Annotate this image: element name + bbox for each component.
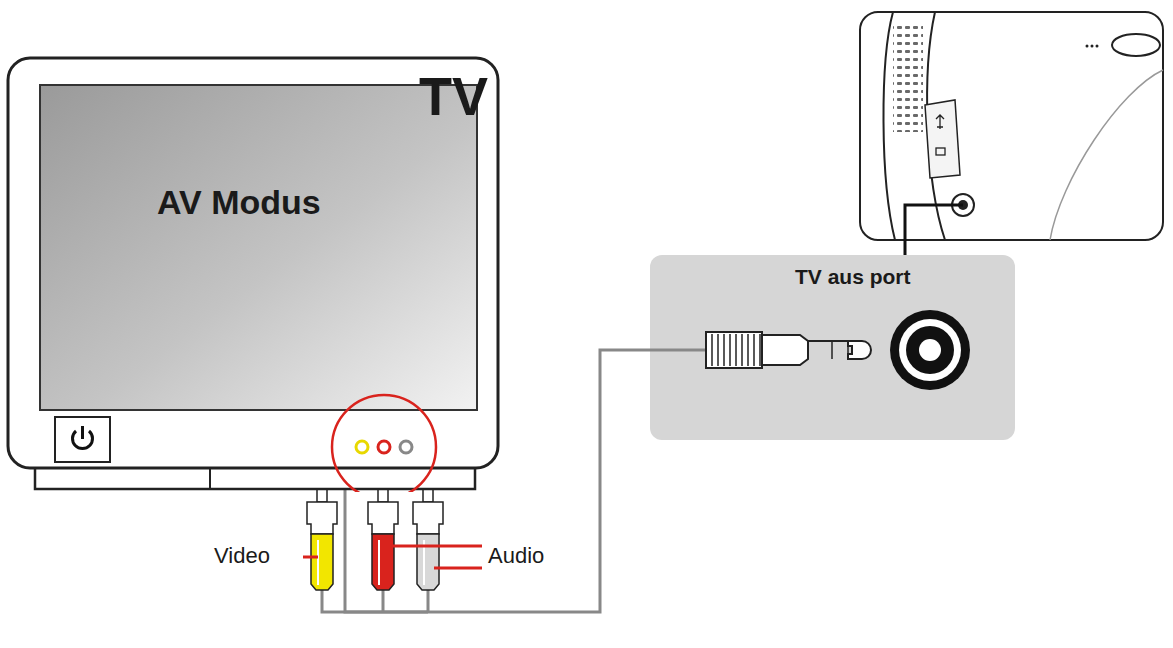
tv-label: TV	[419, 65, 488, 127]
tv-set: TV AV Modus	[5, 55, 502, 492]
audio-label: Audio	[486, 543, 546, 569]
mode-label: AV Modus	[157, 183, 321, 222]
port-panel: TV aus port	[650, 255, 1015, 440]
rca-plugs	[303, 488, 482, 612]
port-label: TV aus port	[795, 265, 911, 289]
camera-illustration	[860, 12, 1163, 256]
video-label: Video	[212, 543, 272, 569]
